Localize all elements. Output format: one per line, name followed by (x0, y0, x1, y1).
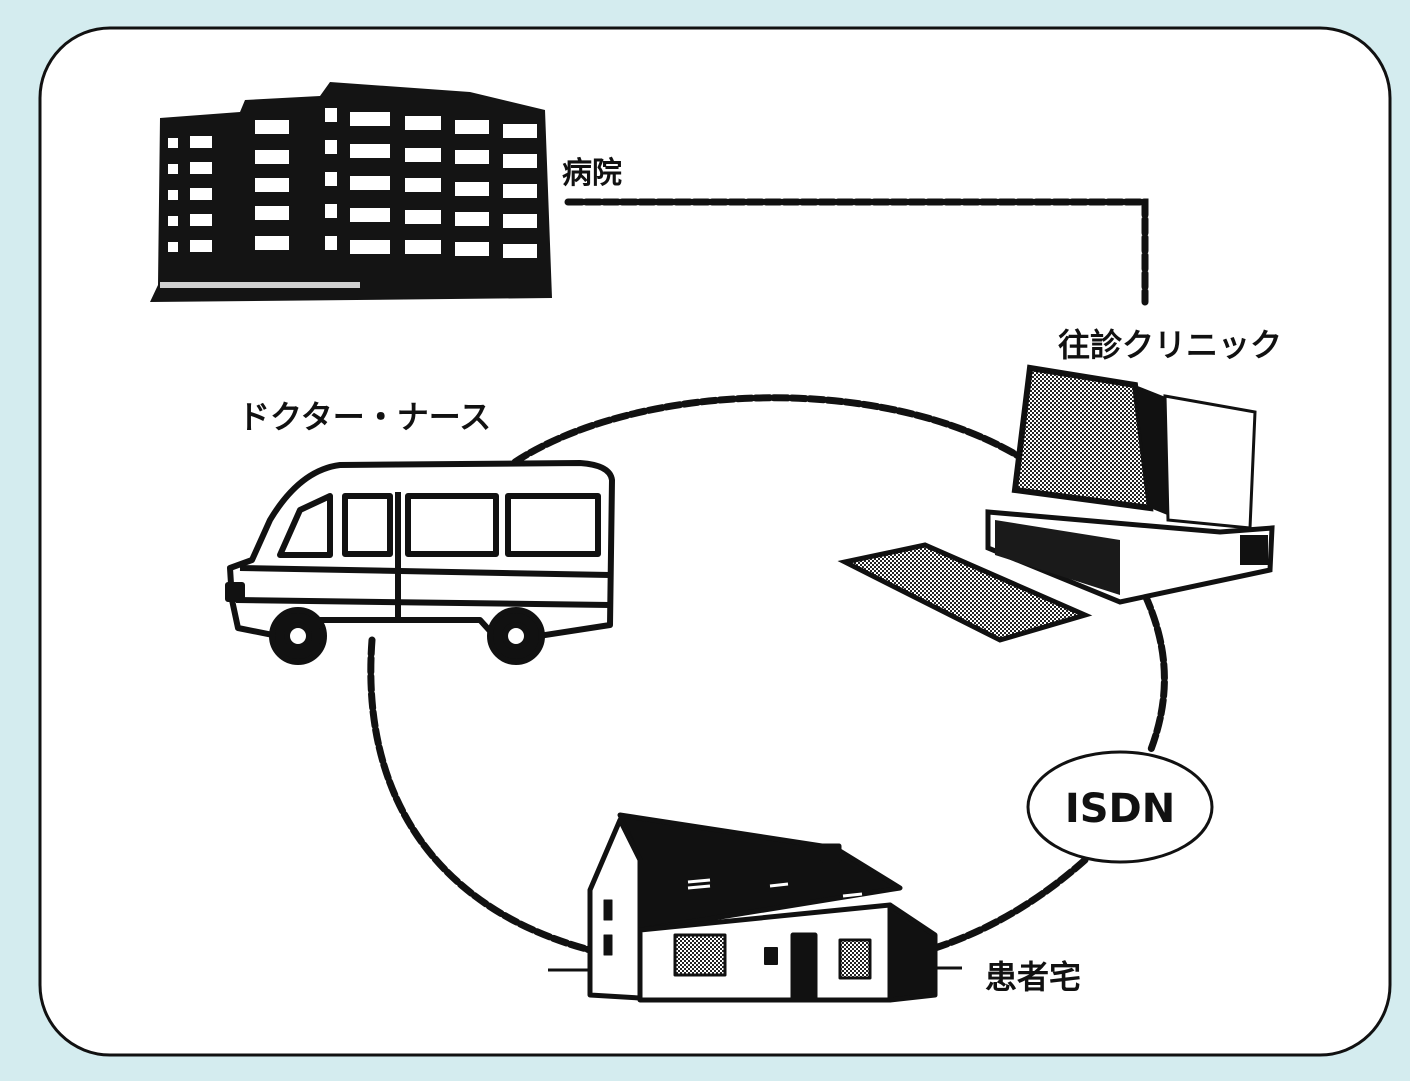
isdn-home-link (931, 856, 1089, 952)
computer-icon (837, 364, 1275, 643)
hospital-clinic-link (564, 198, 1149, 306)
isdn-label: ISDN (1065, 786, 1175, 832)
patient-home-label: 患者宅 (985, 958, 1081, 996)
van-clinic-link (511, 394, 1044, 474)
house-icon (548, 812, 962, 1003)
van-home-link (367, 636, 594, 954)
doctor-nurse-label: ドクター・ナース (238, 398, 491, 436)
clinic-isdn-link (1141, 591, 1168, 756)
clinic-label: 往診クリニック (1058, 326, 1282, 364)
connection-lines (367, 198, 1168, 954)
hospital-label: 病院 (562, 156, 622, 191)
isdn-bubble (1026, 750, 1214, 864)
hospital-icon (150, 82, 552, 302)
van-icon (225, 460, 615, 665)
